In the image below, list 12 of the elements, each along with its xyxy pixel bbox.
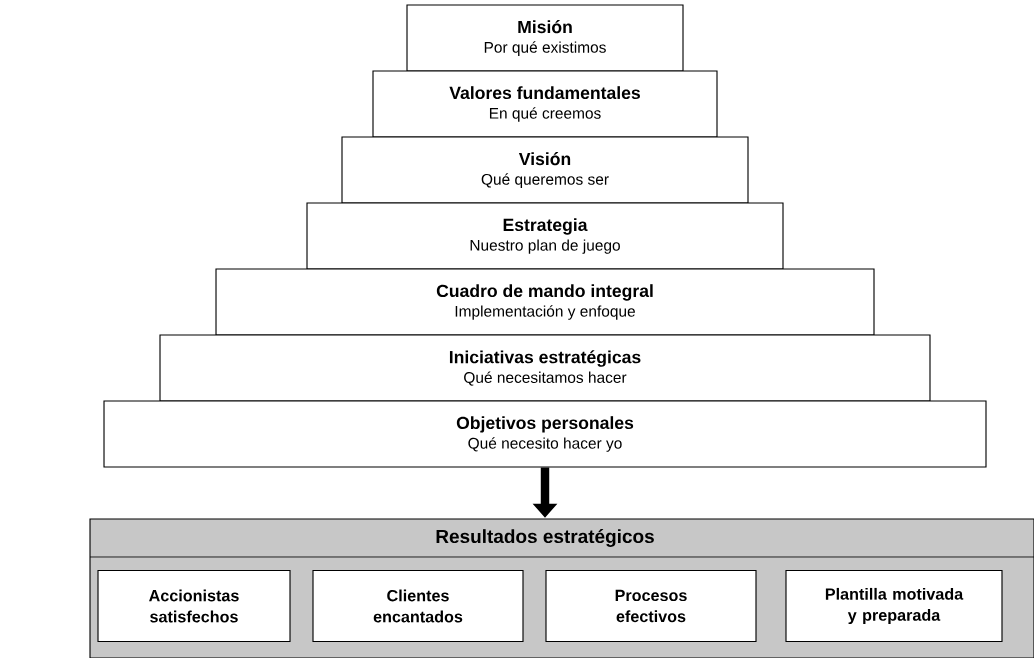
- step-box: Objetivos personales Qué necesito hacer yo: [103, 400, 987, 468]
- step-box: Estrategia Nuestro plan de juego: [306, 202, 784, 270]
- panel-heading: Resultados estratégicos: [436, 529, 654, 547]
- result-box: Accionistas satisfechos: [97, 569, 291, 643]
- result-box: Procesos efectivos: [545, 569, 757, 643]
- result-box: Plantilla motivada y preparada: [785, 569, 1003, 643]
- result-box: Clientes encantados: [312, 569, 524, 643]
- step-box: Cuadro de mando integral Implementación y enfoque: [215, 268, 875, 336]
- step-box: Visión Qué queremos ser: [341, 136, 749, 204]
- step-box: Misión Por qué existimos: [406, 4, 684, 72]
- step-box: Valores fundamentales En qué creemos: [372, 70, 718, 138]
- step-box: Iniciativas estratégicas Qué necesitamos hacer: [159, 334, 931, 402]
